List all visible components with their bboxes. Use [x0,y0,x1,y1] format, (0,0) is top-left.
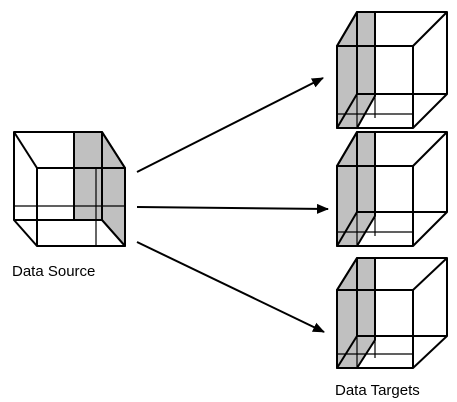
target-cube-icon-3 [336,257,448,369]
arrow-icon-group [136,77,329,333]
source-label: Data Source [12,263,95,280]
arrow-to-target-3 [136,241,325,333]
source-cube-icon [13,131,126,247]
arrow-to-target-2 [136,203,329,214]
target-cube-icon-1 [336,11,448,129]
source-slice-front [73,131,126,247]
targets-label: Data Targets [335,382,420,399]
target-cube-icon-2 [336,131,448,247]
arrow-to-target-1 [136,77,324,173]
